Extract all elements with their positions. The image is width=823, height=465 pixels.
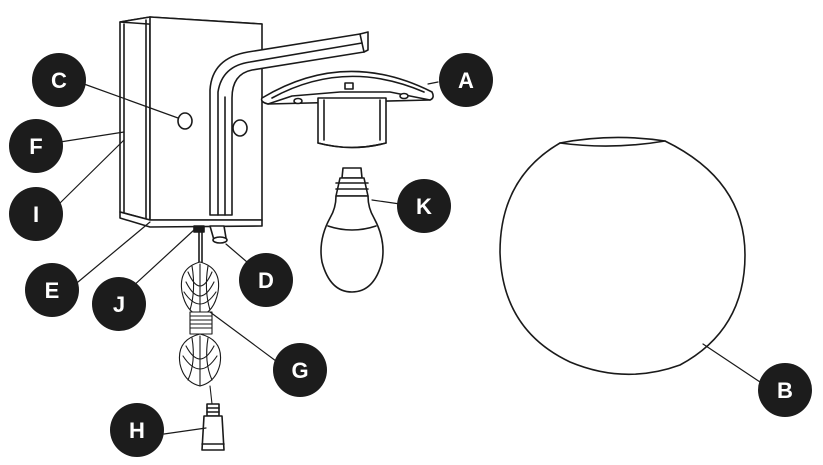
plug — [201, 403, 225, 451]
label-text-j: J — [113, 292, 125, 317]
label-text-b: B — [777, 378, 793, 403]
label-badge-a: A — [439, 53, 493, 107]
glass-globe — [499, 136, 746, 376]
label-badge-h: H — [110, 403, 164, 457]
lamp-socket — [317, 97, 387, 149]
label-badge-f: F — [9, 119, 63, 173]
label-badge-c: C — [32, 53, 86, 107]
label-badges: A B C D E F G H — [9, 53, 812, 457]
lamp-arm — [209, 31, 369, 216]
leader-lines — [57, 81, 761, 435]
label-badge-k: K — [397, 179, 451, 233]
light-bulb — [320, 167, 384, 293]
cable-exit — [193, 225, 205, 263]
label-text-c: C — [51, 68, 67, 93]
label-badge-i: I — [9, 187, 63, 241]
label-badge-g: G — [273, 343, 327, 397]
label-badge-b: B — [758, 363, 812, 417]
label-text-a: A — [458, 68, 474, 93]
label-badge-j: J — [92, 277, 146, 331]
label-badge-e: E — [25, 263, 79, 317]
label-text-i: I — [33, 202, 39, 227]
label-text-g: G — [291, 358, 308, 383]
label-badge-d: D — [239, 253, 293, 307]
label-text-d: D — [258, 268, 274, 293]
label-text-e: E — [45, 278, 60, 303]
label-text-h: H — [129, 418, 145, 443]
switch — [209, 225, 228, 244]
shade — [260, 70, 434, 105]
label-text-k: K — [416, 194, 432, 219]
screw-heads — [177, 112, 248, 137]
label-text-f: F — [29, 134, 42, 159]
coiled-cable — [178, 261, 222, 405]
